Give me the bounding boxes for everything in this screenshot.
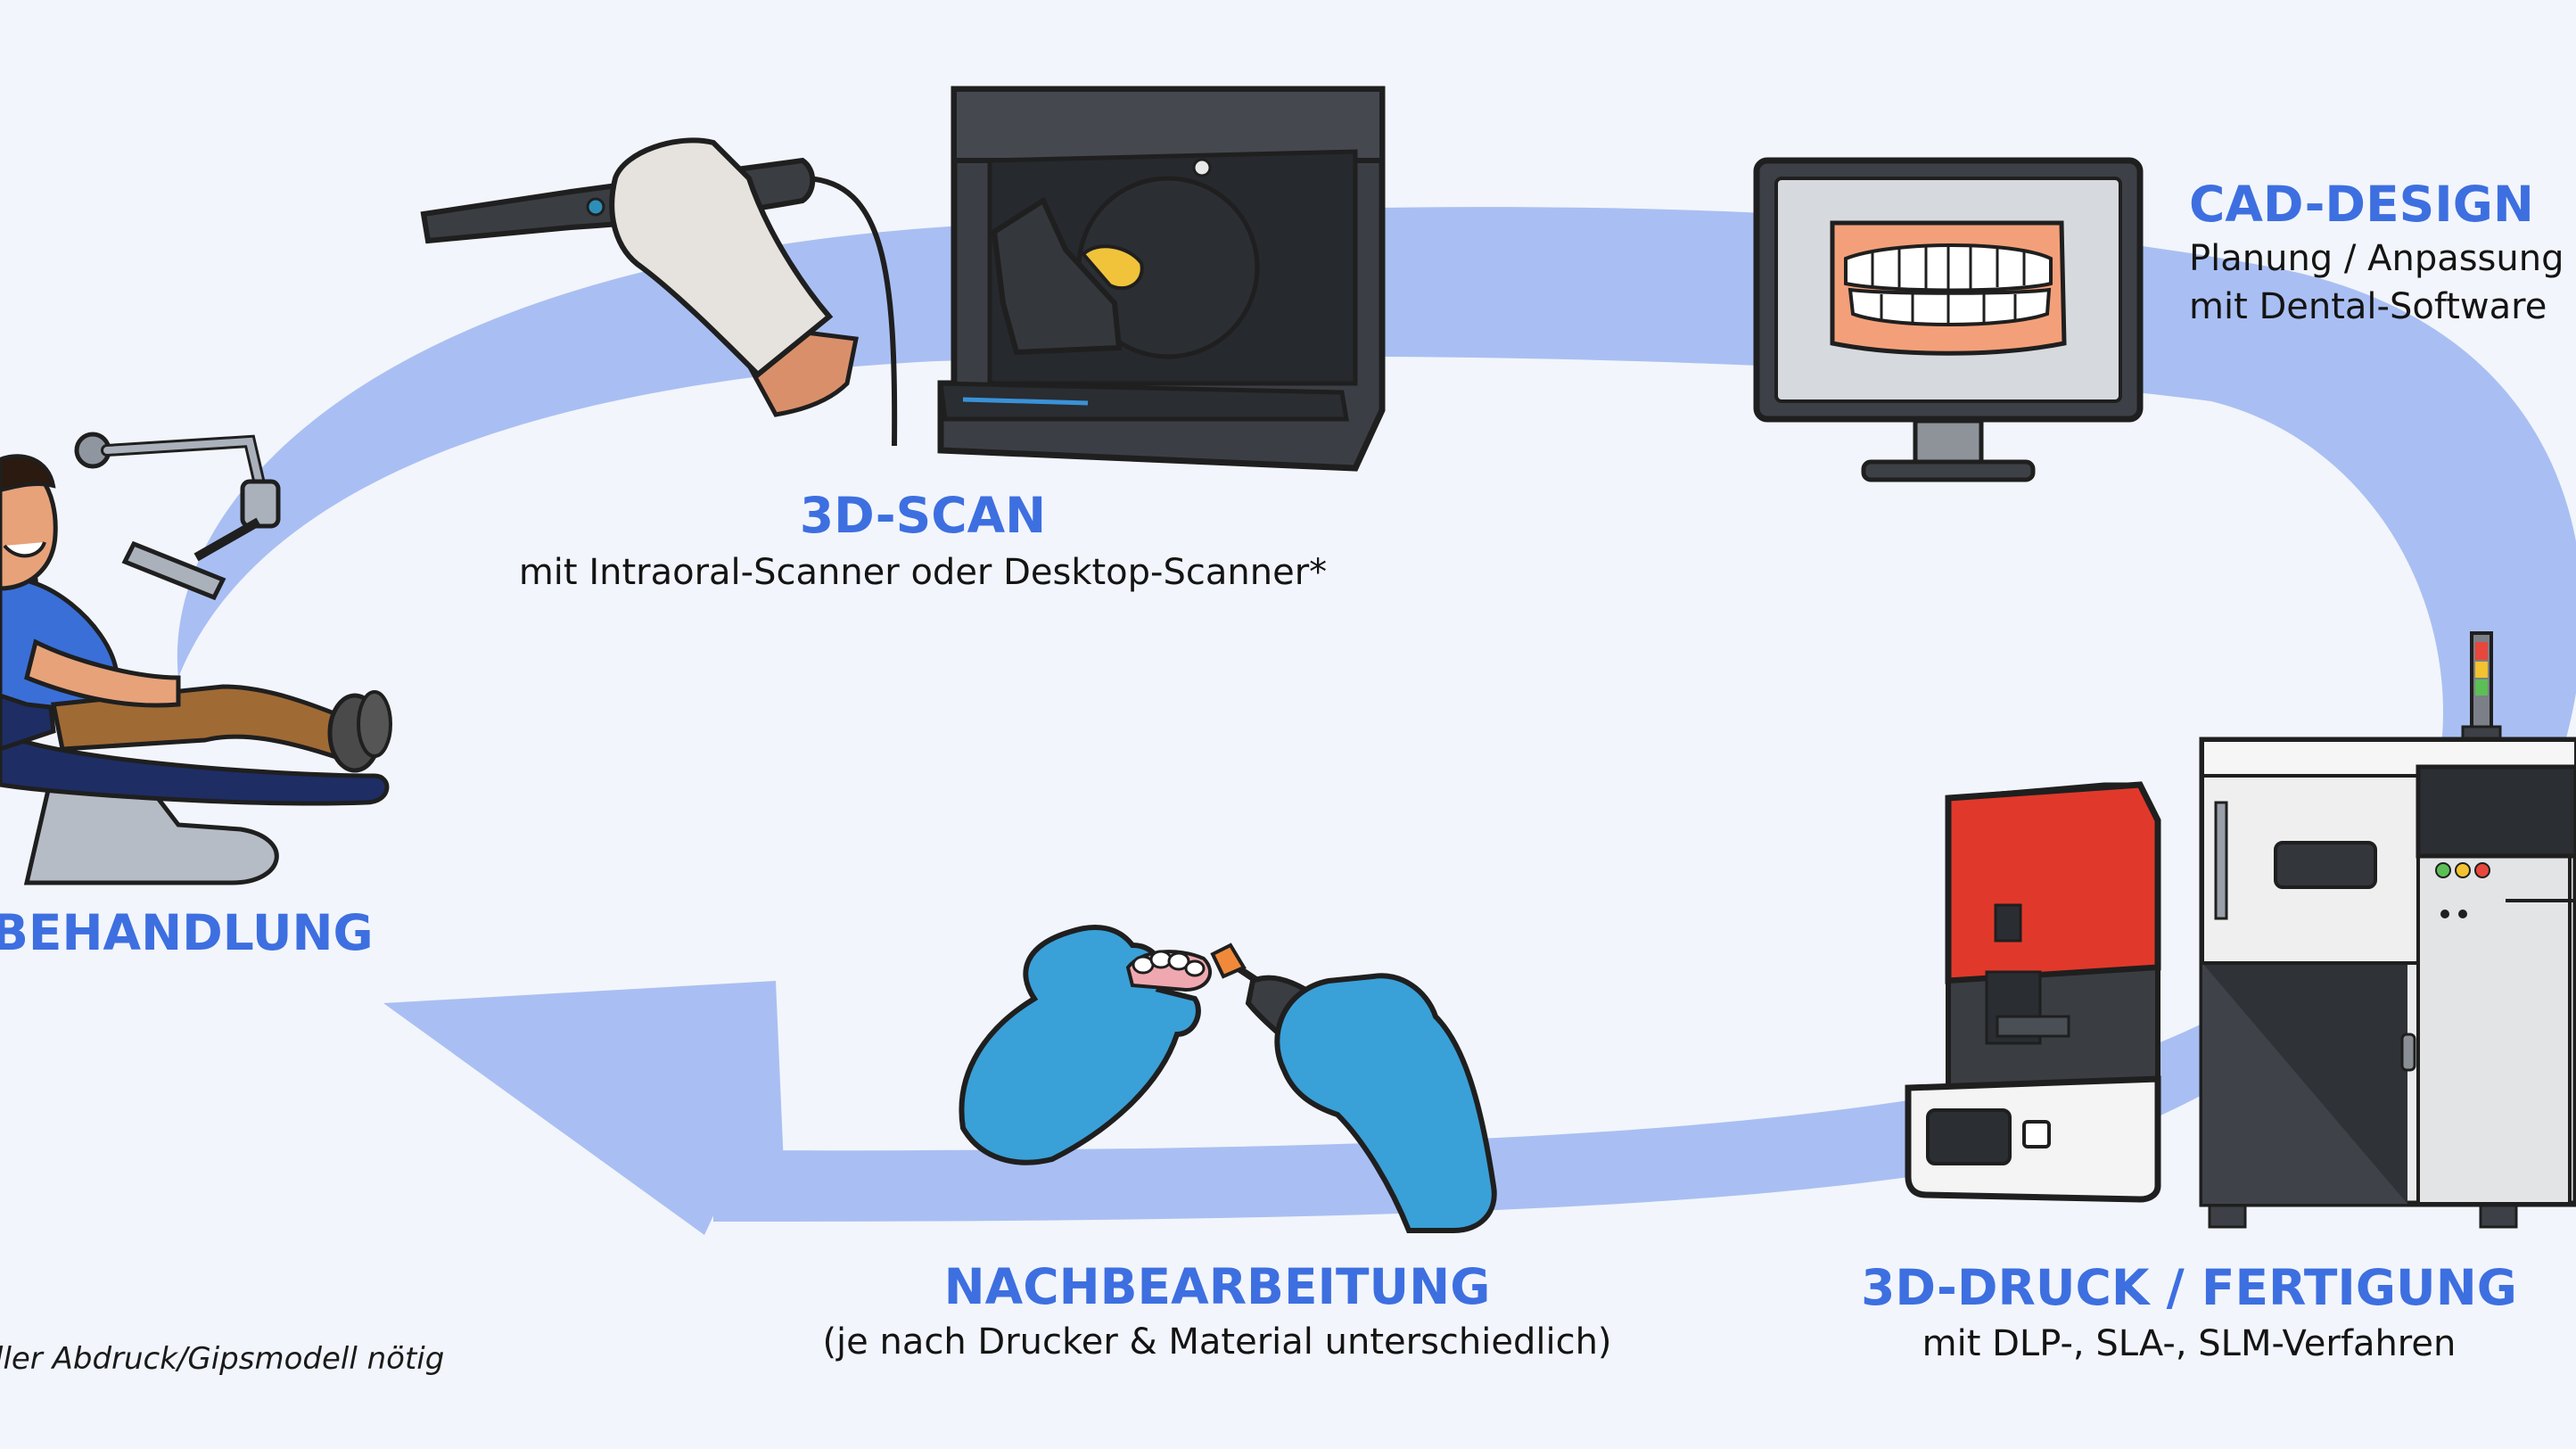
cycle-arrow bbox=[177, 207, 2576, 1235]
post-title: NACHBEARBEITUNG bbox=[944, 1258, 1491, 1315]
scan-title: 3D-SCAN bbox=[800, 487, 1046, 544]
cad-line-1: Planung / Anpassung bbox=[2189, 238, 2564, 279]
cad-line-2: mit Dental-Software bbox=[2189, 286, 2547, 327]
print-title: 3D-DRUCK / FERTIGUNG bbox=[1861, 1259, 2517, 1316]
intraoral-scanner-icon bbox=[420, 137, 898, 447]
cad-title: CAD-DESIGN bbox=[2189, 176, 2534, 233]
monitor-teeth-icon bbox=[1753, 157, 2144, 482]
footnote: ller Abdruck/Gipsmodell nötig bbox=[0, 1341, 444, 1377]
scan-subtitle: mit Intraoral-Scanner oder Desktop-Scann… bbox=[519, 552, 1327, 593]
treatment-title: BEHANDLUNG bbox=[0, 904, 374, 961]
post-subtitle: (je nach Drucker & Material unterschiedl… bbox=[822, 1321, 1611, 1363]
desktop-scanner-icon bbox=[937, 86, 1386, 472]
gloved-hands-polishing-icon bbox=[959, 925, 1497, 1233]
dental-chair-patient-icon bbox=[0, 432, 392, 885]
print-subtitle: mit DLP-, SLA-, SLM-Verfahren bbox=[1922, 1323, 2457, 1364]
dlp-printer-icon bbox=[1905, 781, 2161, 1203]
slm-machine-icon bbox=[2199, 631, 2576, 1229]
